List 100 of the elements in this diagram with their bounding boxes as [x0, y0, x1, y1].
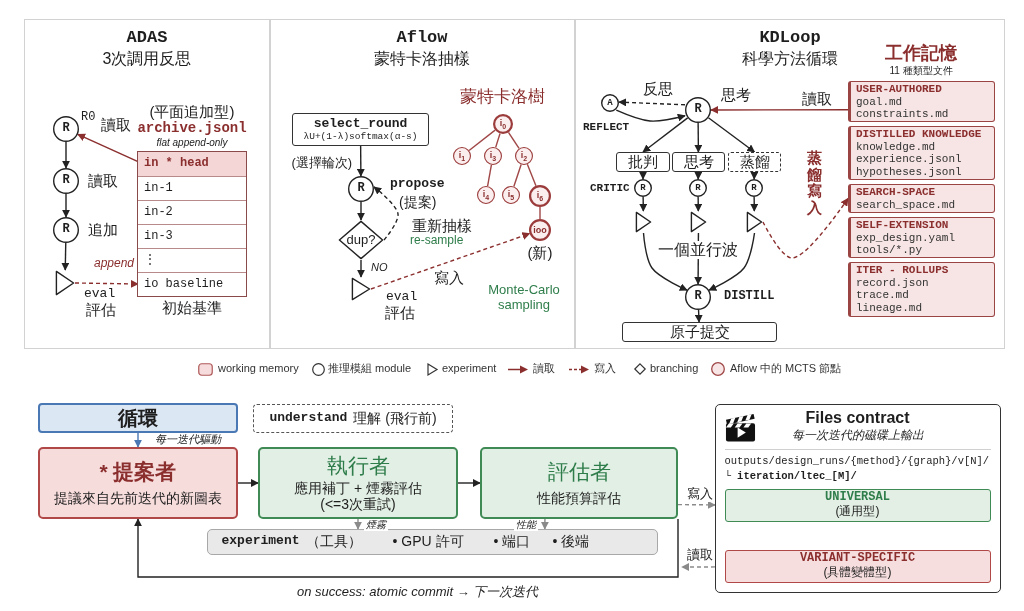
file-list: search_space.md — [856, 198, 956, 211]
dashed-arrow — [681, 563, 716, 571]
module-letter: R — [751, 182, 757, 194]
archive-row — [138, 152, 246, 176]
connector-line — [513, 163, 522, 188]
loop-title: 循環 — [118, 406, 158, 430]
arrow — [237, 479, 259, 487]
resource-item: • 後端 — [552, 532, 590, 549]
step-code: propose — [390, 177, 445, 192]
edge-label: 重新抽樣 — [410, 217, 474, 235]
method-panel — [575, 19, 1005, 349]
step-code: REFLECT — [583, 121, 630, 134]
arrow — [61, 242, 70, 271]
experiment-triangle — [690, 211, 707, 233]
archive-entry: io baseline — [144, 277, 224, 292]
edge-label: 每一迭代驅動 — [153, 433, 223, 446]
text-label: 蒙特卡洛樹 — [459, 87, 545, 107]
resource-item: • GPU 許可 — [392, 532, 464, 549]
tree-node — [453, 147, 471, 165]
arrow — [639, 171, 647, 180]
archive-note: flat append-only — [156, 137, 228, 149]
tree-node — [484, 147, 502, 165]
branch-box — [616, 152, 670, 172]
experiment-triangle — [635, 211, 652, 233]
module-circle — [745, 179, 763, 197]
method-panel — [24, 19, 270, 349]
arrow — [694, 196, 703, 212]
phase-note: 理解 (飛行前) — [353, 410, 437, 427]
legend-label: 寫入 — [594, 362, 616, 375]
tree-node-label: i$_{6}$ — [536, 189, 544, 203]
arrow — [639, 196, 648, 212]
module-letter: R — [694, 290, 702, 304]
tree-node-label: i$_{1}$ — [458, 149, 466, 163]
legend-label: experiment — [442, 362, 497, 375]
arrow — [62, 193, 70, 218]
arrow — [750, 196, 759, 212]
module-letter: R — [62, 174, 70, 188]
arrow — [642, 232, 688, 291]
loop-box — [38, 403, 238, 433]
commit-label: 原子提交 — [669, 323, 730, 341]
step-label: 評估 — [86, 301, 116, 319]
role-title: 執行者 — [326, 453, 390, 478]
tree-node-label: i$_{2}$ — [520, 149, 528, 163]
arrow — [694, 309, 703, 323]
memory-card — [848, 262, 995, 317]
panel-subtitle: 3次調用反思 — [102, 50, 192, 69]
archive-entry: in-3 — [144, 229, 173, 244]
tree-node-label: i$_{5}$ — [507, 188, 515, 202]
preflight-box — [253, 404, 453, 433]
file-name: archive.jsonl — [137, 120, 247, 137]
edge-label: NO — [369, 261, 390, 274]
contract-panel — [715, 404, 1001, 593]
contract-subtitle: 每一次迭代的磁碟上輸出 — [791, 428, 924, 443]
function-name: select_round — [313, 116, 408, 132]
connector-line — [486, 164, 493, 187]
edge-label: append — [92, 257, 137, 271]
arrow — [134, 518, 679, 578]
text-label: 工作記憶 — [885, 43, 957, 64]
tree-node — [493, 114, 513, 134]
branch-box — [672, 152, 725, 172]
role-description: 應用補丁 + 煙霧評估 (<=3次重試) — [293, 479, 423, 513]
branch-label: 思考 — [683, 153, 714, 171]
module-letter: R — [62, 223, 70, 237]
category-heading: VARIANT-SPECIFIC — [799, 552, 916, 566]
dashed-arrow — [618, 98, 686, 107]
category-heading: USER-AUTHORED — [856, 83, 942, 96]
role-box — [258, 447, 458, 519]
branch-label: 批判 — [628, 153, 658, 171]
legend-label: branching — [650, 362, 699, 375]
edge-label: on success: atomic commit → 下一次迭代 — [295, 585, 541, 600]
agent-letter: A — [607, 97, 613, 109]
experiment-triangle — [746, 211, 763, 233]
commit-box — [622, 322, 777, 342]
category-heading: SELF-EXTENSION — [856, 219, 949, 232]
arrow — [750, 171, 759, 180]
tool-bar — [207, 529, 658, 555]
connector-line — [495, 132, 501, 149]
legend-label: working memory — [218, 362, 299, 375]
edge-label: 反思 — [641, 80, 675, 98]
file-list: knowledge.md experience.jsonl hypotheses.jsonl — [856, 140, 962, 178]
tool-note: （工具） — [305, 532, 362, 549]
step-label: 讀取 — [101, 116, 131, 134]
step-label: 追加 — [88, 221, 118, 239]
edge-label: 煙霧 — [364, 519, 388, 531]
file-list: goal.md constraints.md — [856, 95, 949, 121]
module-letter: R — [640, 182, 646, 194]
memory-card — [848, 81, 995, 122]
text-label: Monte-Carlo sampling — [487, 283, 561, 313]
panel-title: Aflow — [396, 28, 448, 47]
legend-label: 讀取 — [533, 362, 555, 375]
edge-label: 蒸餾寫入 — [807, 150, 822, 216]
baseline-label: 初始基準 — [162, 299, 222, 317]
arrow — [708, 232, 756, 291]
role-description: 性能預算評估 — [537, 490, 621, 507]
category-heading: ITER - ROLLUPS — [856, 264, 949, 277]
module-tag: R0 — [81, 111, 96, 125]
role-title: * 提案者 — [99, 459, 177, 484]
panel-title: ADAS — [126, 28, 168, 47]
dashed-arrow — [74, 279, 139, 288]
path-text: outputs/design_runs/{method}/{graph}/v[N]/ — [724, 454, 990, 467]
